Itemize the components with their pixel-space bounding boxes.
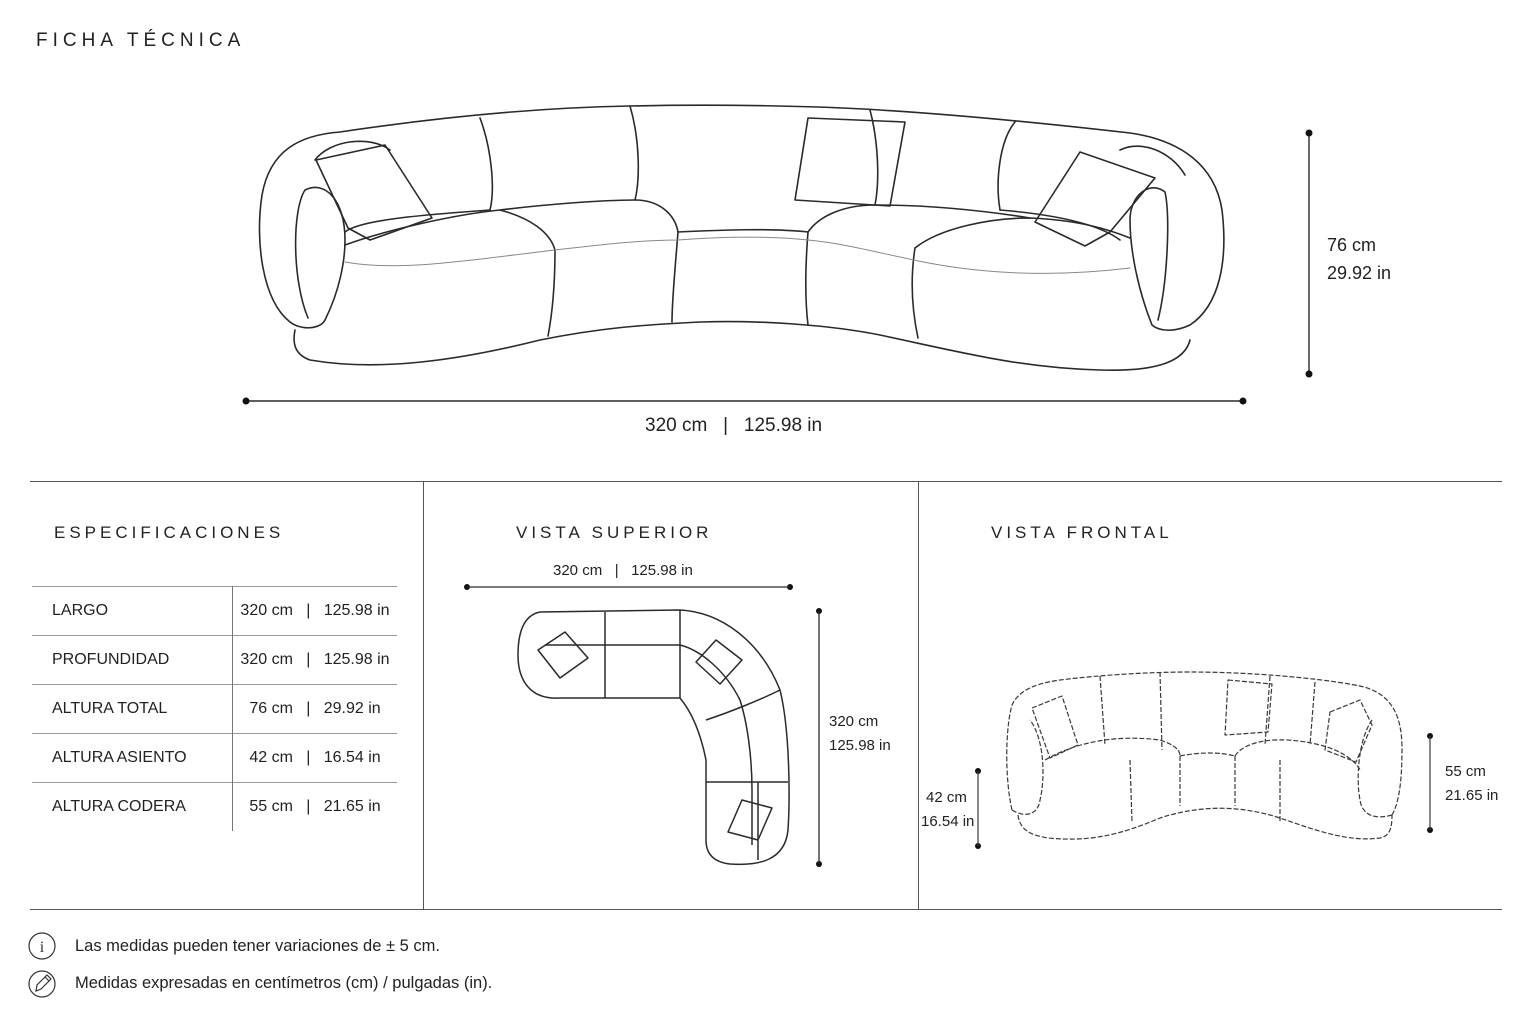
specs-table: LARGO 320 cm | 125.98 in PROFUNDIDAD 320… — [32, 586, 397, 831]
pencil-icon-circle — [28, 970, 56, 998]
column-divider-1 — [423, 481, 424, 909]
sofa-main-drawing — [258, 104, 1225, 372]
front-view-title: VISTA FRONTAL — [991, 523, 1173, 542]
note-tolerance: Las medidas pueden tener variaciones de … — [75, 937, 440, 955]
note-units: Medidas expresadas en centímetros (cm) /… — [75, 974, 493, 992]
spec-label: LARGO — [32, 586, 233, 636]
front-view-seat-cm: 42 cm — [926, 789, 967, 806]
spec-value: 55 cm | 21.65 in — [232, 782, 397, 831]
section-divider-top — [30, 481, 1502, 482]
spec-value: 76 cm | 29.92 in — [232, 684, 397, 734]
info-icon — [28, 933, 56, 961]
spec-label: ALTURA CODERA — [32, 782, 233, 831]
pencil-icon — [28, 971, 56, 999]
spec-label: ALTURA TOTAL — [32, 684, 233, 734]
table-row: LARGO 320 cm | 125.98 in — [32, 586, 397, 636]
section-divider-bottom — [30, 909, 1502, 910]
main-dimension-lines — [245, 132, 1310, 402]
front-view-seat-in: 16.54 in — [921, 813, 975, 830]
main-width-label: 320 cm | 125.98 in — [645, 415, 823, 436]
sofa-front-view-drawing — [977, 671, 1431, 846]
table-row: PROFUNDIDAD 320 cm | 125.98 in — [32, 635, 397, 685]
front-view-arm-in: 21.65 in — [1445, 787, 1499, 804]
page-title: FICHA TÉCNICA — [36, 30, 246, 51]
specs-title: ESPECIFICACIONES — [54, 523, 285, 542]
main-height-in: 29.92 in — [1327, 263, 1392, 283]
top-view-depth-cm: 320 cm — [829, 713, 879, 730]
spec-label: ALTURA ASIENTO — [32, 733, 233, 783]
column-divider-2 — [918, 481, 919, 909]
spec-value: 320 cm | 125.98 in — [232, 586, 397, 636]
svg-text:i: i — [40, 939, 45, 956]
top-view-title: VISTA SUPERIOR — [516, 523, 713, 542]
info-icon-circle — [28, 932, 56, 960]
main-height-cm: 76 cm — [1327, 235, 1377, 255]
table-row: ALTURA TOTAL 76 cm | 29.92 in — [32, 684, 397, 734]
spec-value: 42 cm | 16.54 in — [232, 733, 397, 783]
sofa-top-view-drawing — [467, 586, 820, 866]
spec-value: 320 cm | 125.98 in — [232, 635, 397, 685]
front-view-arm-cm: 55 cm — [1445, 763, 1486, 780]
top-view-depth-in: 125.98 in — [829, 737, 891, 754]
table-row: ALTURA CODERA 55 cm | 21.65 in — [32, 782, 397, 831]
table-row: ALTURA ASIENTO 42 cm | 16.54 in — [32, 733, 397, 783]
spec-label: PROFUNDIDAD — [32, 635, 233, 685]
top-view-width-label: 320 cm | 125.98 in — [553, 562, 693, 579]
